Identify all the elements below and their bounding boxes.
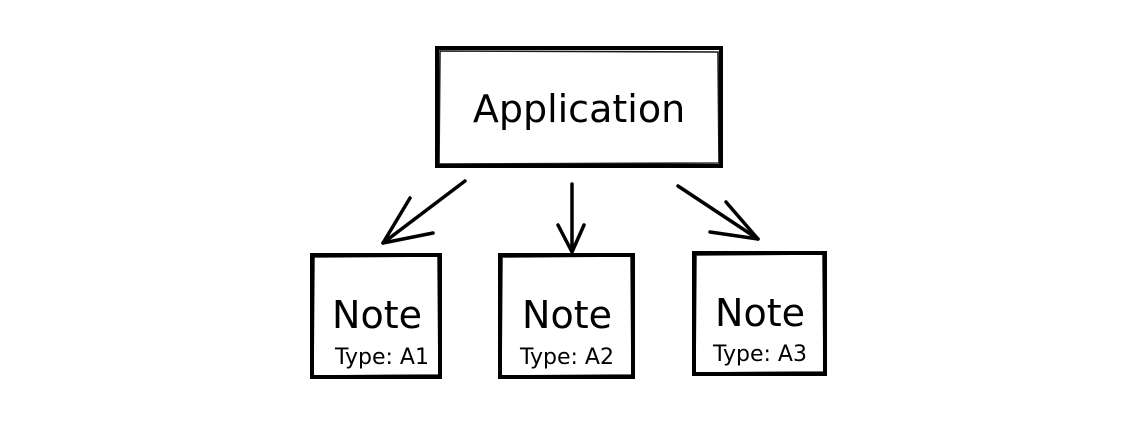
note-title-a3: Note	[715, 291, 805, 335]
arrow-head-left	[381, 196, 435, 245]
note-node-a1: Note Type: A1	[310, 253, 442, 379]
note-title-a2: Note	[522, 293, 612, 337]
application-label: Application	[473, 87, 685, 131]
arrow-line-right	[676, 184, 760, 241]
arrow-line-left	[381, 179, 467, 245]
application-box	[435, 46, 723, 168]
arrow-to-note-a1	[381, 179, 467, 245]
application-box-sketch	[438, 50, 720, 165]
note-type-a1: Type: A1	[334, 345, 429, 370]
note-node-a2: Note Type: A2	[498, 253, 635, 379]
note-box-a2	[498, 253, 635, 379]
note-type-a2: Type: A2	[519, 345, 614, 370]
note-box-a1	[310, 253, 442, 379]
note-node-a3: Note Type: A3	[692, 251, 827, 376]
arrow-to-note-a3	[676, 184, 760, 241]
note-title-a1: Note	[332, 293, 422, 337]
note-box-a3-sketch	[694, 253, 825, 374]
arrow-to-note-a2	[556, 182, 586, 254]
arrow-head-right	[708, 200, 760, 241]
note-box-a3	[692, 251, 827, 376]
arrow-head-middle	[556, 223, 586, 254]
application-node: Application	[435, 46, 723, 168]
note-type-a3: Type: A3	[712, 342, 807, 367]
note-box-a1-sketch	[312, 255, 440, 377]
note-box-a2-sketch	[500, 255, 633, 377]
